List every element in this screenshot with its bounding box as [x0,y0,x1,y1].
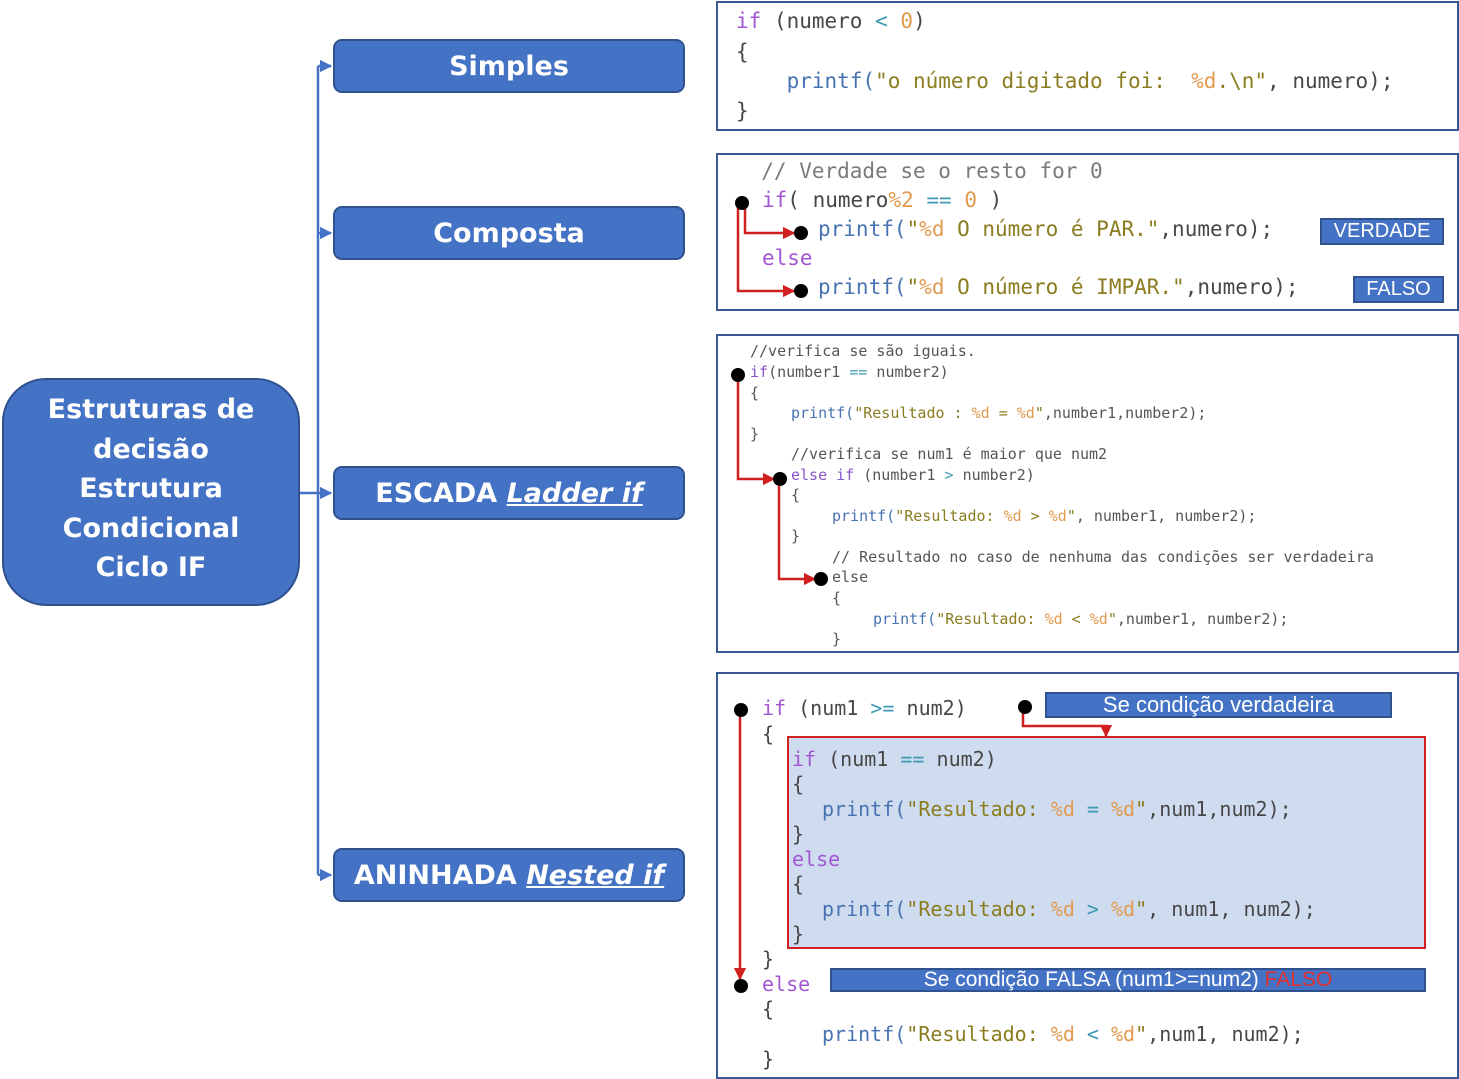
code-line: printf("%d O número é IMPAR.",numero); [818,275,1299,299]
flow-dot [794,284,808,298]
category-simples-label: Simples [449,50,569,82]
category-aninhada-italic: Nested if [526,859,665,891]
code-line: } [832,630,842,648]
code-line: { [762,997,775,1021]
category-simples: Simples [333,39,685,93]
code-line: else [762,246,813,270]
code-line: if(number1 == number2) [750,363,949,381]
code-line: } [762,947,775,971]
nested-if-highlight [787,736,1426,949]
arrow-else-path [777,486,817,586]
arrow-true-path [743,203,796,240]
flow-arrows-composta [736,203,796,298]
root-line-3: Estrutura [79,473,223,505]
code-line: else [792,847,841,871]
code-panel-escada: //verifica se são iguais. if(number1 == … [716,334,1459,653]
code-line: else if (number1 > number2) [791,466,1035,484]
code-line: { [792,772,805,796]
flow-dot [731,368,745,382]
code-line: } [792,822,805,846]
tag-condicao-falsa: Se condição FALSA (num1>=num2) FALSO [830,968,1426,992]
code-line: { [762,722,775,746]
flow-dot [735,196,749,210]
code-line: { [832,589,842,607]
code-line: } [791,527,801,545]
code-line: if (numero < 0) [736,9,926,33]
flow-dot [1018,700,1032,714]
arrow-true-path [1021,712,1113,738]
category-aninhada: ANINHADA Nested if [333,848,685,902]
code-line: } [792,922,805,946]
code-line: { [750,384,760,402]
arrow-elseif-path [736,375,776,486]
code-line: else [762,972,811,996]
root-line-1: Estruturas de [47,394,255,426]
flow-dot [814,572,828,586]
code-panel-simples: if (numero < 0) { printf("o número digit… [716,1,1459,131]
code-line: else [832,568,869,586]
code-line: { [736,40,749,64]
code-line: if (num1 == num2) [792,747,997,771]
flow-dot [734,703,748,717]
root-node: Estruturas de decisão Estrutura Condicio… [2,378,300,606]
code-line: { [792,872,805,896]
code-line: } [736,99,749,123]
tag-verdade: VERDADE [1320,218,1444,245]
category-escada-italic: Ladder if [506,477,643,509]
code-line: printf("Resultado: %d = %d",num1,num2); [822,797,1292,821]
code-line: printf("o número digitado foi: %d.\n", n… [736,69,1394,93]
code-line: printf("Resultado: %d > %d", number1, nu… [832,507,1257,525]
root-line-2: decisão [93,433,209,465]
code-line: if (num1 >= num2) [762,696,967,720]
code-line: printf("Resultado: %d > %d", num1, num2)… [822,897,1316,921]
category-escada: ESCADA Ladder if [333,466,685,520]
code-panel-aninhada: if (num1 >= num2) { if (num1 == num2) { … [716,672,1459,1079]
flow-dot [773,472,787,486]
flow-dot [734,979,748,993]
arrow-false-path [736,203,796,298]
code-line: } [750,425,760,443]
code-comment: // Verdade se o resto for 0 [736,159,1103,183]
root-line-5: Ciclo IF [95,552,207,584]
code-comment: // Resultado no caso de nenhuma das cond… [832,548,1374,566]
code-comment: //verifica se num1 é maior que num2 [791,445,1108,463]
code-line: printf("Resultado : %d = %d",number1,num… [791,404,1207,422]
flow-arrows-escada [736,375,817,586]
tag-falso: FALSO [1353,276,1444,303]
flow-arrows-aninhada [733,710,1113,981]
code-comment: //verifica se são iguais. [750,342,976,360]
category-composta: Composta [333,206,685,260]
code-line: if( numero%2 == 0 ) [762,188,1003,212]
code-line: printf("%d O número é PAR.",numero); [818,217,1274,241]
code-panel-composta: // Verdade se o resto for 0 if( numero%2… [716,153,1459,311]
category-escada-label: ESCADA [375,477,507,509]
code-line: printf("Resultado: %d < %d",num1, num2); [822,1022,1304,1046]
tag-falso-red: FALSO [1264,968,1333,991]
flow-dot [794,226,808,240]
tag-condicao-falsa-text: Se condição FALSA (num1>=num2) [923,968,1265,991]
tag-condicao-verdadeira: Se condição verdadeira [1045,692,1392,718]
category-aninhada-label: ANINHADA [353,859,527,891]
root-line-4: Condicional [62,512,240,544]
code-line: } [762,1047,775,1071]
code-line: printf("Resultado: %d < %d",number1, num… [873,610,1289,628]
category-composta-label: Composta [433,217,585,249]
code-line: { [791,486,801,504]
